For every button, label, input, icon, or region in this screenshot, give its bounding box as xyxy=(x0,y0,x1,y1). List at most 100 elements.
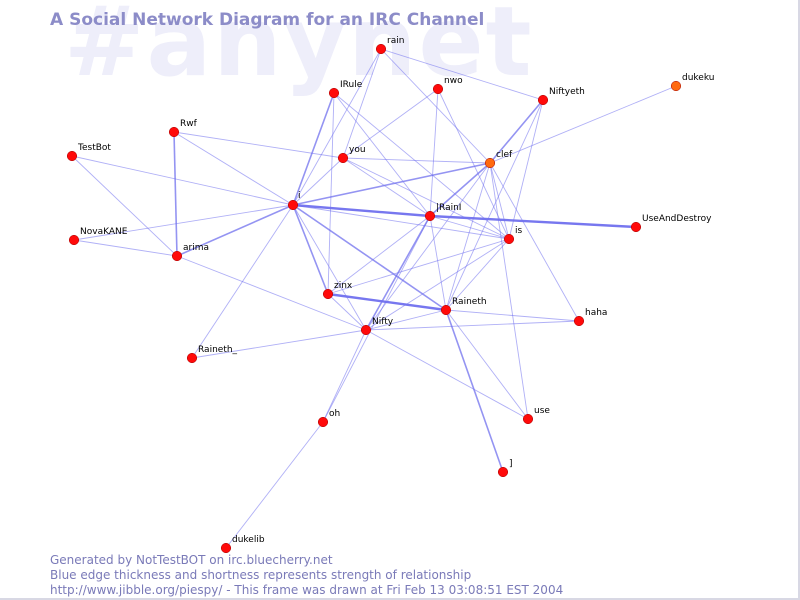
edge-Nifty-Raineth_ xyxy=(191,329,367,359)
node-label: NovaKANE xyxy=(80,227,128,237)
node-label: |RainI xyxy=(436,203,461,213)
node-dot xyxy=(484,157,496,169)
node-haha: haha xyxy=(573,308,607,327)
node-dot xyxy=(171,250,183,262)
edge-nwo-you xyxy=(342,88,439,159)
node-Niftyeth: Niftyeth xyxy=(537,87,585,106)
edge-you-IRainI xyxy=(342,157,431,217)
edge-Raineth-haha xyxy=(445,309,580,322)
edge-i-arima xyxy=(176,204,294,257)
node-IRule: IRule xyxy=(328,80,363,99)
node-Nifty: Nifty xyxy=(360,317,394,336)
node-dot xyxy=(317,416,329,428)
node-IRainI: |RainI xyxy=(424,203,461,222)
edge-IRule-is xyxy=(333,92,510,240)
node-label: oh xyxy=(329,409,340,419)
edge-is-Nifty xyxy=(365,238,510,331)
edge-is-zinx xyxy=(327,238,510,295)
node-dot xyxy=(337,152,349,164)
edge-rain-clef xyxy=(380,48,491,164)
edges-layer xyxy=(71,48,677,549)
edge-is-Raineth xyxy=(445,238,510,311)
node-dot xyxy=(375,43,387,55)
edge-i-Raineth xyxy=(292,204,447,311)
edge-zinx-Nifty xyxy=(327,293,367,331)
node-dot xyxy=(322,288,334,300)
edge-clef-Raineth xyxy=(445,162,491,311)
edge-i-IRule xyxy=(292,92,335,206)
edge-IRainI-zinx xyxy=(327,215,431,295)
edge-rain-you xyxy=(342,48,382,159)
footer-timestamp: http://www.jibble.org/piespy/ - This fra… xyxy=(50,583,564,597)
node-label: rain xyxy=(387,36,404,46)
edge-IRainI-Raineth xyxy=(429,215,447,311)
edge-clef-is xyxy=(489,162,510,240)
edge-i-zinx xyxy=(292,204,329,295)
node-oh: oh xyxy=(317,409,340,428)
edge-rain-Niftyeth xyxy=(380,48,544,101)
edge-i-is xyxy=(292,204,510,240)
edge-Raineth-use xyxy=(445,309,529,420)
node-dot xyxy=(432,83,444,95)
node-dot xyxy=(68,234,80,246)
node-UseAndDestroy: UseAndDestroy xyxy=(630,214,712,233)
edge-clef-Niftyeth xyxy=(489,99,544,164)
node-dot xyxy=(630,221,642,233)
node-dot xyxy=(168,126,180,138)
node-label: use xyxy=(534,406,550,416)
edge-TestBot-i xyxy=(71,155,294,206)
edge-clef-haha xyxy=(489,162,580,322)
edge-IRainI-oh xyxy=(322,215,431,423)
node-label: ] xyxy=(509,459,513,469)
node-dot xyxy=(503,233,515,245)
footer-legend-note: Blue edge thickness and shortness repres… xyxy=(50,568,472,582)
node-arima: arima xyxy=(171,243,209,262)
node-nwo: nwo xyxy=(432,76,463,95)
edge-Nifty-haha xyxy=(365,320,580,331)
edge-dukeku-clef xyxy=(489,85,677,164)
node-NovaKANE: NovaKANE xyxy=(68,227,128,246)
node-label: haha xyxy=(585,308,607,318)
node-label: arima xyxy=(183,243,209,253)
edge-i-clef xyxy=(292,162,491,206)
node-label: Raineth_ xyxy=(198,345,238,355)
edge-IRainI-clef xyxy=(429,162,491,217)
node-label: Rwf xyxy=(180,119,198,129)
edge-clef-use xyxy=(489,162,529,420)
edge-you-clef xyxy=(342,157,491,164)
node-is: is xyxy=(503,226,523,245)
node-dot xyxy=(440,304,452,316)
node-dot xyxy=(573,315,585,327)
node-you: you xyxy=(337,145,366,164)
footer-generated-by: Generated by NotTestBOT on irc.bluecherr… xyxy=(50,553,333,567)
edge-NovaKANE-arima xyxy=(73,239,178,257)
node-rain: rain xyxy=(375,36,404,55)
edge-you-is xyxy=(342,157,510,240)
node-label: dukeku xyxy=(682,73,714,83)
edge-IRule-zinx xyxy=(327,92,335,295)
node-label: TestBot xyxy=(77,143,111,153)
edge-nwo-IRainI xyxy=(429,88,439,217)
node-dot xyxy=(522,413,534,425)
node-zinx: zinx xyxy=(322,281,353,300)
diagram-title: A Social Network Diagram for an IRC Chan… xyxy=(50,10,485,30)
edge-IRule-IRainI xyxy=(333,92,431,217)
node-Raineth: Raineth xyxy=(440,297,487,316)
node-Rwf: Rwf xyxy=(168,119,198,138)
node-Raineth_: Raineth_ xyxy=(186,345,238,364)
edge-i-IRainI xyxy=(292,203,431,218)
node-clef: clef xyxy=(484,150,513,169)
node-dot xyxy=(287,199,299,211)
node-label: you xyxy=(349,145,366,155)
edge-arima-Nifty xyxy=(176,255,367,331)
node-dot xyxy=(497,466,509,478)
node-dot xyxy=(670,80,682,92)
edge-rain-i xyxy=(292,48,382,206)
edge-Niftyeth-Raineth xyxy=(445,99,544,311)
edge-Nifty-use xyxy=(365,329,529,420)
edge-Rwf-arima xyxy=(173,131,178,257)
node-dukelib: dukelib xyxy=(220,535,265,554)
